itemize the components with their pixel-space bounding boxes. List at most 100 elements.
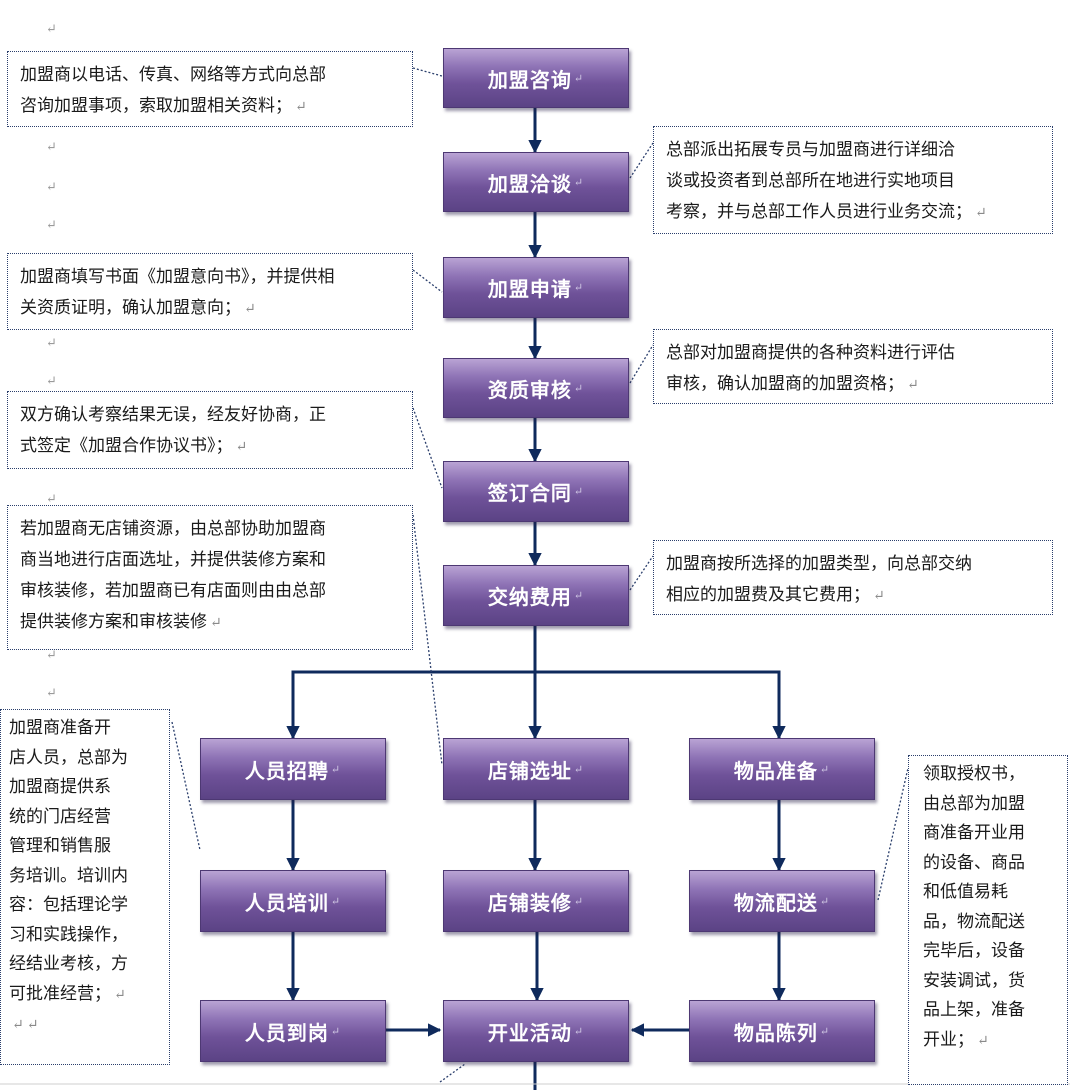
step-negotiate: 加盟洽谈↵	[443, 152, 629, 212]
step-pay-label: 交纳费用	[487, 585, 572, 609]
step-consult-label: 加盟咨询	[487, 67, 572, 92]
return-mark: ↵	[46, 492, 57, 507]
note-line: 若加盟商无店铺资源，由总部协助加盟商	[20, 519, 326, 539]
return-mark: ↵	[244, 301, 256, 317]
step-negotiate-label: 加盟洽谈	[487, 171, 572, 196]
return-mark: ↵	[907, 377, 919, 393]
note-line: 加盟商提供系	[9, 777, 111, 797]
leader-site	[412, 514, 443, 766]
step-opening: 开业活动↵	[443, 1000, 629, 1062]
return-mark: ↵	[573, 485, 585, 498]
return-mark: ↵	[975, 205, 987, 221]
step-consult: 加盟咨询↵	[443, 48, 629, 108]
return-mark: ↵	[573, 281, 585, 294]
note-line: 相应的加盟费及其它费用；↵	[666, 585, 885, 605]
step-site-label: 店铺选址	[487, 758, 572, 783]
leader-training	[171, 721, 201, 851]
note-line: 务培训。培训内	[9, 865, 128, 886]
leader-consult	[412, 67, 443, 77]
step-recruit: 人员招聘↵	[200, 738, 386, 800]
step-recruit-label: 人员招聘	[244, 758, 329, 783]
note-line: 加盟商填写书面《加盟意向书》，并提供相	[20, 267, 335, 287]
leader-sign	[412, 407, 443, 489]
step-goods-label: 物品准备	[733, 758, 818, 783]
note-line: 和低值易耗	[923, 882, 1008, 902]
return-mark: ↵	[819, 1024, 831, 1038]
return-mark: ↵	[46, 22, 57, 37]
note-consult: 加盟商以电话、传真、网络等方式向总部 咨询加盟事项，索取加盟相关资料；↵	[7, 51, 413, 127]
return-mark: ↵	[235, 439, 248, 455]
step-decoration-label: 店铺装修	[487, 890, 572, 915]
note-pay: 加盟商按所选择的加盟类型，向总部交纳 相应的加盟费及其它费用；↵	[653, 540, 1053, 615]
step-review-label: 资质审核	[487, 377, 572, 402]
leader-logistics	[877, 767, 909, 901]
note-line: 审核装修，若加盟商已有店面则由由总部	[20, 581, 326, 601]
note-line: ↵↵	[12, 1017, 39, 1033]
note-line: 加盟商按所选择的加盟类型，向总部交纳	[666, 554, 972, 574]
note-line: 加盟商准备开	[9, 718, 111, 738]
step-apply: 加盟申请↵	[443, 257, 629, 318]
return-mark: ↵	[573, 71, 585, 85]
return-mark: ↵	[977, 1032, 989, 1049]
return-mark: ↵	[46, 218, 57, 233]
return-mark: ↵	[573, 762, 585, 776]
leader-apply	[412, 269, 443, 293]
return-mark: ↵	[46, 686, 57, 701]
step-opening-label: 开业活动	[487, 1020, 572, 1045]
note-line: 考察，并与总部工作人员进行业务交流；↵	[666, 202, 987, 222]
note-line: 式签定《加盟合作协议书》；↵	[20, 436, 248, 456]
note-line: 咨询加盟事项，索取加盟相关资料；↵	[20, 96, 307, 116]
note-line: 领取授权书，	[923, 764, 1025, 784]
note-line: 审核，确认加盟商的加盟资格；↵	[666, 374, 919, 394]
note-line: 店人员，总部为	[9, 747, 128, 768]
return-mark: ↵	[114, 986, 126, 1003]
step-sign-label: 签订合同	[487, 481, 572, 505]
step-goods: 物品准备↵	[689, 738, 875, 800]
return-mark: ↵	[46, 648, 57, 663]
note-line: 可批准经营；↵	[9, 983, 126, 1004]
return-mark: ↵	[819, 762, 831, 776]
return-mark: ↵	[573, 1024, 585, 1038]
note-line: 统的门店经营	[9, 806, 111, 827]
note-site: 若加盟商无店铺资源，由总部协助加盟商 商当地进行店面选址，并提供装修方案和 审核…	[7, 505, 413, 650]
return-mark: ↵	[46, 374, 57, 389]
note-line: 商准备开业用	[923, 823, 1025, 843]
note-line: 关资质证明，确认加盟意向；↵	[20, 298, 256, 318]
return-mark: ↵	[330, 894, 342, 908]
note-line: 提供装修方案和审核装修↵	[20, 612, 222, 632]
note-logistics: 领取授权书， 由总部为加盟 商准备开业用 的设备、商品 和低值易耗 品，物流配送…	[908, 755, 1068, 1085]
step-site: 店铺选址↵	[443, 738, 629, 800]
note-line: 双方确认考察结果无误，经友好协商，正	[20, 405, 326, 425]
note-apply: 加盟商填写书面《加盟意向书》，并提供相 关资质证明，确认加盟意向；↵	[7, 253, 413, 330]
step-logistics: 物流配送↵	[689, 870, 875, 932]
note-line: 总部派出拓展专员与加盟商进行详细洽	[666, 140, 955, 160]
note-line: 加盟商以电话、传真、网络等方式向总部	[20, 65, 326, 85]
leader-pay	[629, 555, 654, 591]
return-mark: ↵	[46, 140, 57, 155]
step-onduty-label: 人员到岗	[244, 1020, 329, 1045]
note-review: 总部对加盟商提供的各种资料进行评估 审核，确认加盟商的加盟资格；↵	[653, 329, 1053, 404]
note-line: 商当地进行店面选址，并提供装修方案和	[20, 550, 326, 570]
return-mark: ↵	[46, 180, 57, 195]
note-line: 容：包括理论学	[9, 895, 128, 915]
step-review: 资质审核↵	[443, 358, 629, 418]
note-line: 由总部为加盟	[923, 793, 1025, 814]
step-pay: 交纳费用↵	[443, 565, 629, 626]
leader-opening	[439, 1063, 466, 1083]
step-sign: 签订合同↵	[443, 461, 629, 522]
step-logistics-label: 物流配送	[733, 890, 818, 915]
return-mark: ↵	[330, 1024, 342, 1038]
return-mark: ↵	[573, 894, 585, 908]
note-line: 安装调试，货	[923, 970, 1025, 991]
note-line: 管理和销售服	[9, 836, 111, 856]
step-apply-label: 加盟申请	[487, 277, 572, 301]
note-line: 品上架，准备	[923, 1000, 1025, 1020]
return-mark: ↵	[819, 894, 831, 908]
step-display: 物品陈列↵	[689, 1000, 875, 1062]
note-line: 品，物流配送	[923, 911, 1025, 932]
return-mark: ↵	[210, 615, 222, 631]
return-mark: ↵	[573, 381, 585, 395]
note-line: 开业；↵	[923, 1029, 989, 1050]
note-line: 习和实践操作，	[9, 924, 128, 945]
